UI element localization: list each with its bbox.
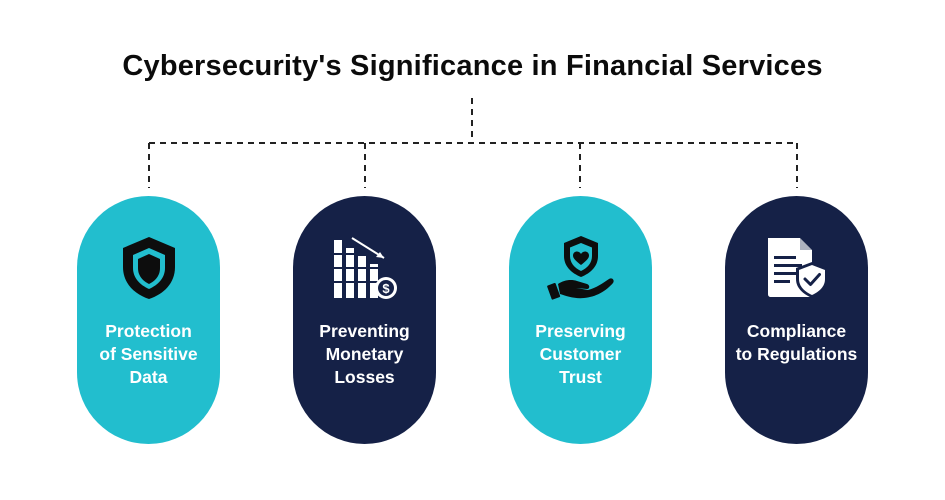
card-label-line: Losses xyxy=(334,367,395,387)
card-label-line: Compliance xyxy=(746,321,847,341)
card-label-line: Customer xyxy=(539,344,622,364)
card-label-line: Protection xyxy=(105,321,192,341)
card-label-line: of Sensitive xyxy=(99,344,198,364)
card-preventing-monetary-losses: $ Preventing Monetary Losses xyxy=(293,196,436,444)
card-label: Protection of Sensitive Data xyxy=(83,320,214,389)
card-label-line: Data xyxy=(129,367,168,387)
card-label-line: Monetary xyxy=(325,344,404,364)
card-label-line: Preserving xyxy=(535,321,626,341)
hand-holding-heart-shield-icon xyxy=(546,236,614,300)
card-label-line: to Regulations xyxy=(735,344,858,364)
card-label: Compliance to Regulations xyxy=(731,320,862,366)
card-preserving-customer-trust: Preserving Customer Trust xyxy=(509,196,652,444)
diagram-title: Cybersecurity's Significance in Financia… xyxy=(122,50,823,82)
card-label-line: Preventing xyxy=(319,321,410,341)
card-label: Preserving Customer Trust xyxy=(515,320,646,389)
declining-bar-chart-icon: $ xyxy=(333,237,397,299)
document-shield-check-icon xyxy=(767,238,828,298)
card-label-line: Trust xyxy=(559,367,602,387)
card-label: Preventing Monetary Losses xyxy=(299,320,430,389)
card-protection-of-sensitive-data: Protection of Sensitive Data xyxy=(77,196,220,444)
svg-text:$: $ xyxy=(382,281,390,296)
card-compliance-to-regulations: Compliance to Regulations xyxy=(725,196,868,444)
shield-icon xyxy=(122,237,175,299)
